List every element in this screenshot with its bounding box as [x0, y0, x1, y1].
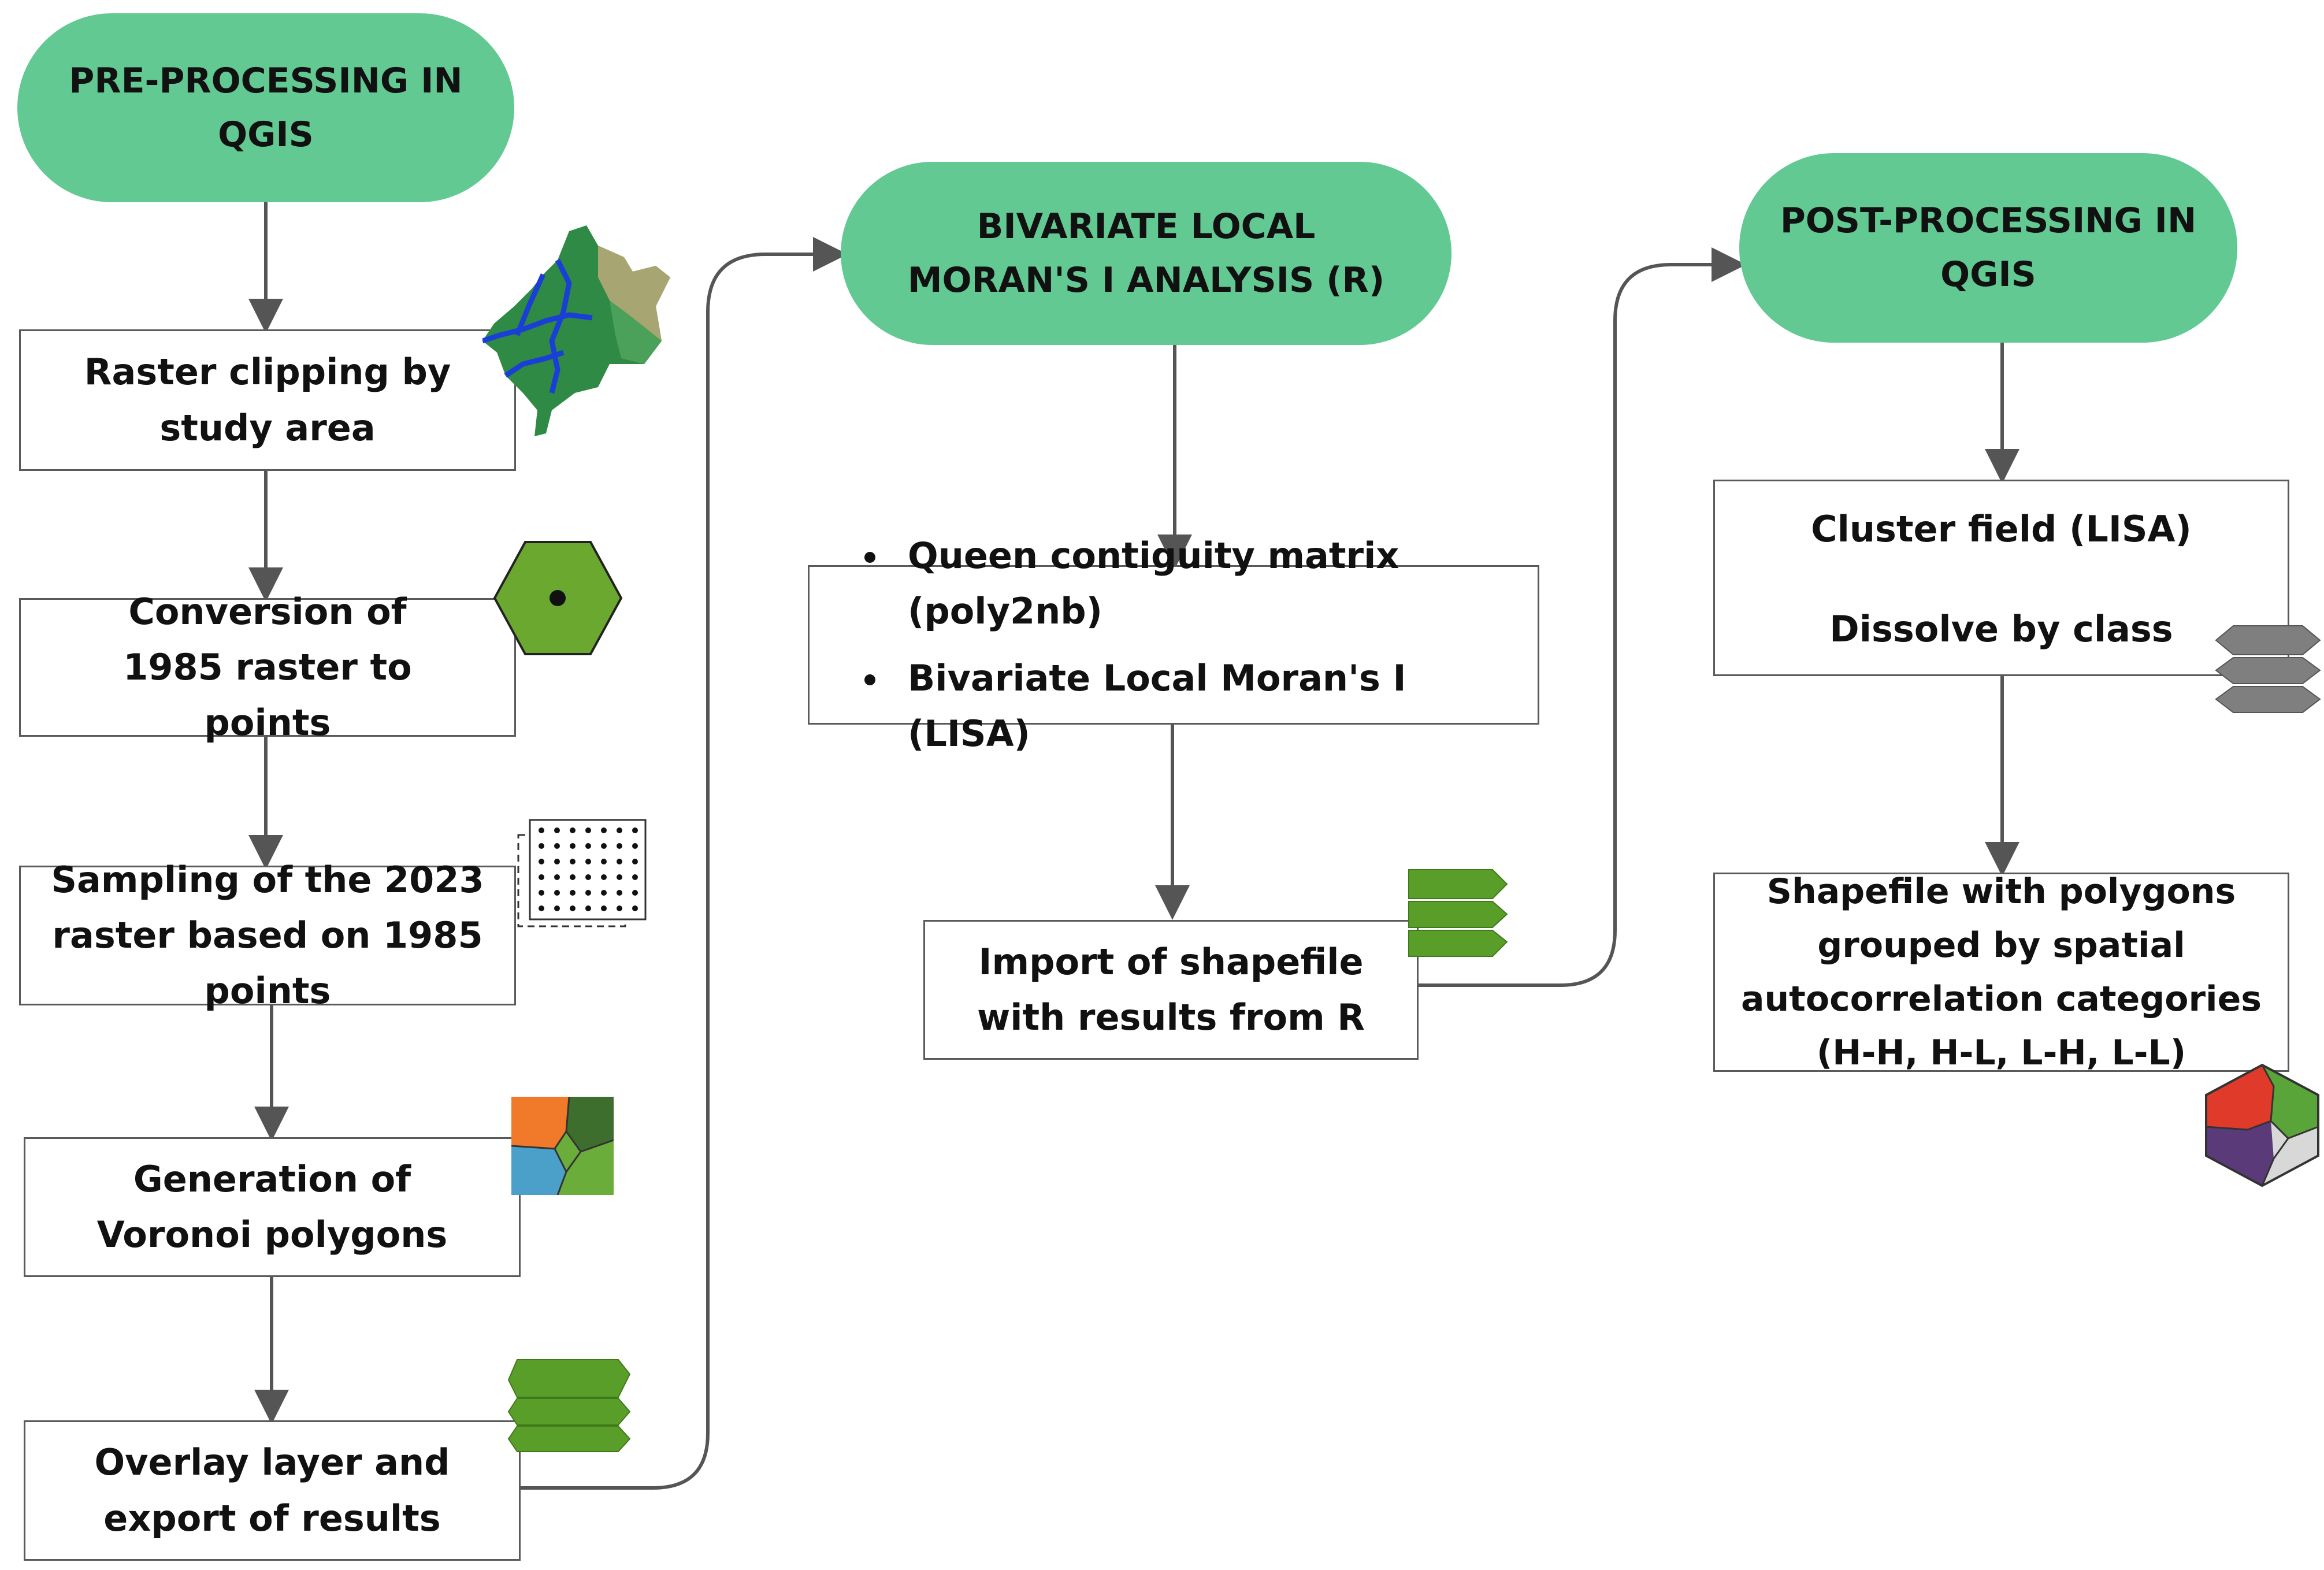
grid-point [539, 890, 544, 896]
grid-point [585, 905, 591, 911]
stage-pre-processing: PRE-PROCESSING IN QGIS [17, 13, 514, 202]
hexagon-point-icon [493, 541, 623, 655]
grid-point [585, 874, 591, 880]
grid-point [617, 859, 622, 864]
grid-point [601, 827, 607, 833]
grid-point [539, 843, 544, 849]
green-layers-icon [507, 1359, 631, 1452]
stage-analysis-label: BIVARIATE LOCAL MORAN'S I ANALYSIS (R) [907, 206, 1385, 300]
grid-point [585, 843, 591, 849]
study-area-map-icon [482, 225, 670, 436]
grid-point [570, 827, 576, 833]
step-shapefile-label: Shapefile with polygons grouped by spati… [1740, 871, 2262, 1073]
step-raster-clipping: Raster clipping by study area [19, 329, 516, 471]
grid-point [632, 843, 638, 849]
grid-point [539, 827, 544, 833]
grid-point [601, 905, 607, 911]
green-layers-icon-import [1408, 869, 1508, 957]
bullet-queen-contiguity: Queen contiguity matrix (poly2nb) [890, 528, 1538, 639]
grid-point [570, 905, 576, 911]
grid-point [632, 890, 638, 896]
grid-point [585, 859, 591, 864]
grid-point [617, 843, 622, 849]
step-cluster-field-label: Cluster field (LISA) [1811, 508, 2192, 550]
step-cluster-dissolve: Cluster field (LISA) Dissolve by class [1713, 480, 2289, 676]
step-conversion-label: Conversion of 1985 raster to points [123, 590, 412, 744]
step-sampling-label: Sampling of the 2023 raster based on 198… [51, 858, 484, 1012]
grid-point [617, 874, 622, 880]
grid-point [554, 890, 560, 896]
bullet-bivariate-lisa: Bivariate Local Moran's I (LISA) [890, 651, 1538, 762]
grid-point [601, 859, 607, 864]
grid-point [570, 874, 576, 880]
grid-point [554, 843, 560, 849]
grid-point [570, 859, 576, 864]
grid-point [601, 843, 607, 849]
grid-point [601, 890, 607, 896]
grid-point [539, 859, 544, 864]
grid-point [617, 890, 622, 896]
gray-layers-icon [2215, 625, 2321, 713]
step-import-shapefile: Import of shapefile with results from R [923, 920, 1419, 1060]
grid-point [539, 905, 544, 911]
grid-point [554, 905, 560, 911]
stage-post-processing-label: POST-PROCESSING IN QGIS [1780, 201, 2197, 295]
grid-point [617, 827, 622, 833]
step-overlay-label: Overlay layer and export of results [94, 1441, 450, 1539]
point-grid-icon [517, 819, 647, 927]
stage-post-processing: POST-PROCESSING IN QGIS [1739, 153, 2237, 343]
grid-point [617, 905, 622, 911]
grid-point [632, 827, 638, 833]
step-conversion-to-points: Conversion of 1985 raster to points [19, 591, 516, 744]
grid-point [632, 905, 638, 911]
grid-point [585, 890, 591, 896]
step-import-label: Import of shapefile with results from R [977, 940, 1365, 1038]
step-voronoi-generation: Generation of Voronoi polygons [24, 1137, 521, 1277]
stage-bivariate-analysis: BIVARIATE LOCAL MORAN'S I ANALYSIS (R) [841, 162, 1451, 345]
grid-point [632, 859, 638, 864]
grid-point [539, 874, 544, 880]
grid-point [585, 827, 591, 833]
stage-pre-processing-label: PRE-PROCESSING IN QGIS [69, 60, 463, 155]
step-sampling: Sampling of the 2023 raster based on 198… [19, 859, 516, 1012]
grid-point [570, 890, 576, 896]
grid-point [570, 843, 576, 849]
arrow-import-to-post [1417, 247, 1746, 987]
voronoi-polygons-icon [511, 1097, 614, 1195]
step-overlay-export: Overlay layer and export of results [24, 1420, 521, 1561]
step-dissolve-label: Dissolve by class [1829, 607, 2173, 650]
grid-point [554, 827, 560, 833]
step-grouped-shapefile: Shapefile with polygons grouped by spati… [1713, 871, 2289, 1073]
step-raster-clipping-label: Raster clipping by study area [84, 351, 451, 449]
grid-point [601, 874, 607, 880]
analysis-bullet-list: Queen contiguity matrix (poly2nb) Bivari… [810, 517, 1538, 773]
grid-point [554, 874, 560, 880]
grid-point [632, 874, 638, 880]
categorized-polygons-icon [2205, 1063, 2319, 1187]
step-analysis-bullets: Queen contiguity matrix (poly2nb) Bivari… [808, 535, 1539, 755]
step-voronoi-label: Generation of Voronoi polygons [96, 1157, 448, 1256]
arrow-overlay-to-analysis [520, 237, 848, 1490]
grid-point [554, 859, 560, 864]
